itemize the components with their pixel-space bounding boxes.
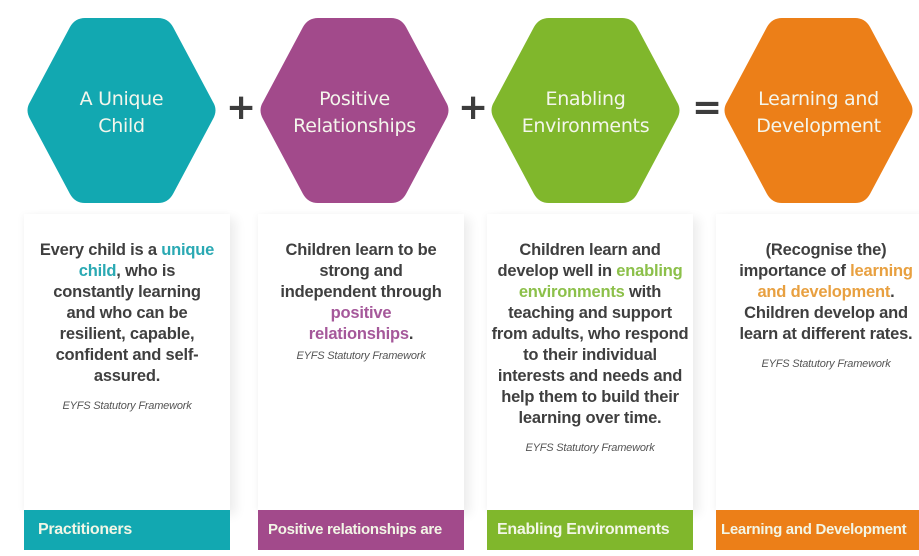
hexagon-label: Enabling Environments bbox=[521, 88, 650, 137]
plus-operator: + bbox=[458, 87, 489, 128]
card-text-after: , who is constantly learning and who can… bbox=[53, 262, 201, 385]
card-unique-child: Every child is a unique child, who is co… bbox=[24, 214, 230, 511]
card-enabling-environments: Children learn and develop well in enabl… bbox=[487, 214, 693, 511]
card-highlight: positive relationships bbox=[308, 304, 409, 343]
card-source: EYFS Statutory Framework bbox=[761, 358, 891, 370]
card-text: Every child is a unique child, who is co… bbox=[38, 240, 216, 413]
card-source: EYFS Statutory Framework bbox=[296, 350, 426, 362]
hexagon-shape bbox=[724, 18, 913, 203]
card-learning-development: (Recognise the) importance of learning a… bbox=[716, 214, 919, 511]
card-positive-relationships: Children learn to be strong and independ… bbox=[258, 214, 464, 511]
card-highlight: learning and development bbox=[757, 262, 913, 301]
card-source: EYFS Statutory Framework bbox=[62, 400, 192, 412]
hexagon-shape bbox=[27, 18, 216, 203]
hexagon-unique-child: A Unique Child bbox=[27, 18, 216, 203]
card-text-before: Children learn to be strong and independ… bbox=[280, 241, 442, 301]
card-text: Children learn and develop well in enabl… bbox=[489, 240, 691, 455]
bar-practitioners[interactable]: Practitioners bbox=[24, 510, 230, 550]
card-text: Children learn to be strong and independ… bbox=[280, 240, 442, 363]
equals-operator: = bbox=[692, 87, 723, 128]
hexagon-enabling-environments: Enabling Environments bbox=[491, 18, 680, 203]
bar-enabling-environments[interactable]: Enabling Environments bbox=[487, 510, 693, 550]
hexagon-label: Learning and Development bbox=[756, 88, 881, 137]
card-text-before: Children learn and develop well in bbox=[497, 241, 661, 280]
hexagon-learning-development: Learning and Development bbox=[724, 18, 913, 203]
card-highlight: enabling environments bbox=[518, 262, 683, 301]
card-text-before: (Recognise the) importance of bbox=[739, 241, 887, 280]
card-source: EYFS Statutory Framework bbox=[525, 442, 655, 454]
card-text-before: Every child is a bbox=[39, 241, 162, 259]
hexagon-positive-relationships: Positive Relationships bbox=[260, 18, 449, 203]
card-highlight: unique child bbox=[78, 241, 215, 280]
plus-operator: + bbox=[226, 87, 257, 128]
card-text-after: . Children develop and learn at differen… bbox=[739, 283, 913, 343]
card-text-after: . bbox=[408, 325, 414, 343]
hexagon-label: Positive Relationships bbox=[293, 88, 416, 137]
hexagon-shape bbox=[491, 18, 680, 203]
bar-positive-relationships[interactable]: Positive relationships are bbox=[258, 510, 464, 550]
card-text-after: with teaching and support from adults, w… bbox=[491, 283, 689, 427]
card-text: (Recognise the) importance of learning a… bbox=[736, 240, 916, 371]
bar-learning-development[interactable]: Learning and Development bbox=[716, 510, 919, 550]
hexagon-shape bbox=[260, 18, 449, 203]
hexagon-label: A Unique Child bbox=[79, 88, 164, 137]
